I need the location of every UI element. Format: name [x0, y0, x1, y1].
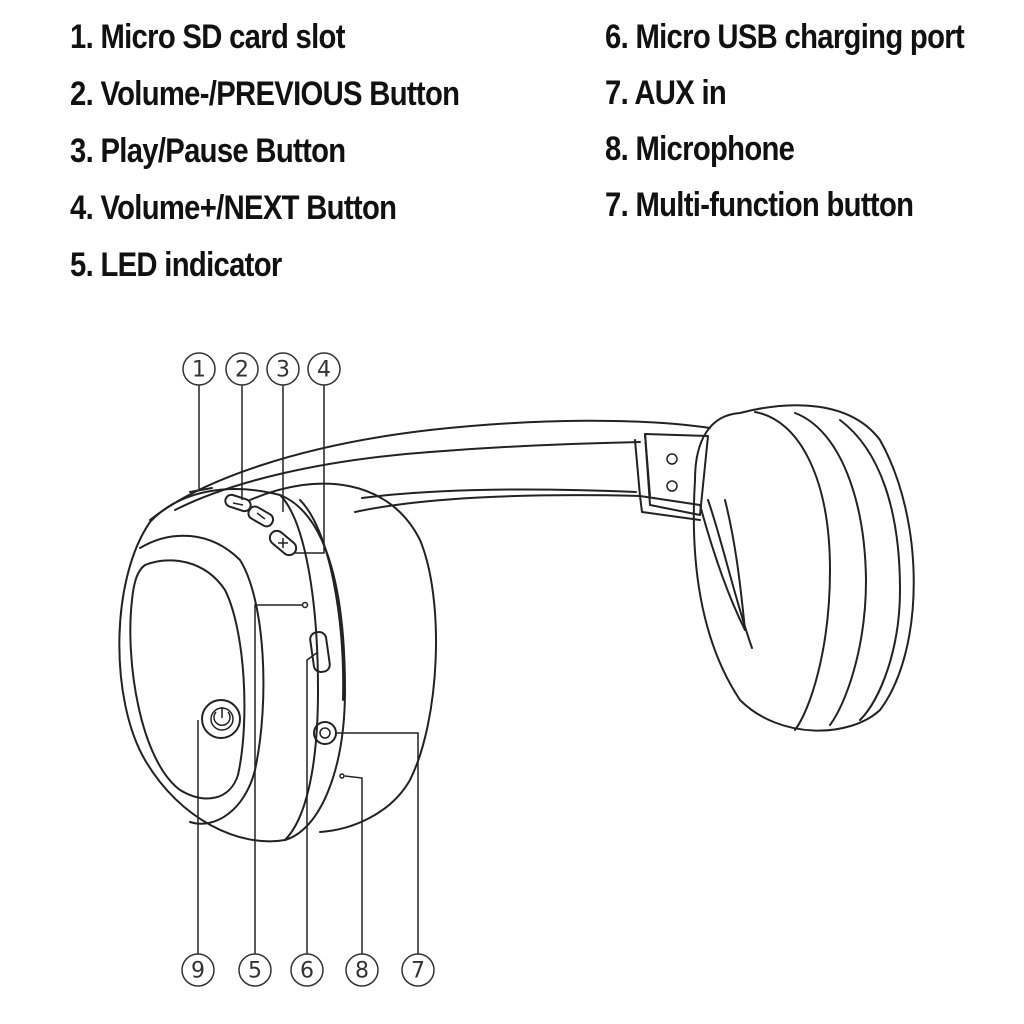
callouts-top: 1 2 3 4	[182, 352, 341, 386]
legend-item-volume-plus-button: 4. Volume+/NEXT Button	[70, 189, 397, 227]
callout-8: 8	[345, 953, 379, 987]
left-earcup	[118, 482, 438, 843]
callout-3: 3	[266, 352, 300, 386]
plus-icon	[278, 538, 288, 548]
svg-text:1: 1	[192, 358, 206, 383]
legend-item-aux-in: 7. AUX in	[605, 74, 727, 112]
callout-2: 2	[225, 352, 259, 386]
power-icon	[213, 707, 231, 727]
legend-item-usb-charging-port: 6. Micro USB charging port	[605, 18, 965, 56]
legend-item-multi-function-button: 7. Multi-function button	[605, 186, 914, 224]
callout-7: 7	[401, 953, 435, 987]
multi-function-button	[201, 699, 241, 739]
svg-text:5: 5	[248, 959, 262, 984]
micro-sd-slot	[189, 487, 213, 493]
legend-left-column: 1. Micro SD card slot 2. Volume-/PREVIOU…	[70, 18, 523, 303]
legend-item-micro-sd-slot: 1. Micro SD card slot	[70, 18, 345, 56]
svg-text:4: 4	[317, 358, 331, 383]
volume-plus-button	[268, 529, 298, 557]
play-pause-icon	[256, 512, 266, 520]
legend-item-microphone: 8. Microphone	[605, 130, 795, 168]
legend-right-column: 6. Micro USB charging port 7. AUX in 8. …	[605, 18, 1022, 242]
right-earcup	[692, 404, 915, 732]
legend-item-volume-minus-button: 2. Volume-/PREVIOUS Button	[70, 75, 460, 113]
svg-text:8: 8	[355, 959, 369, 984]
hinge-screw-bottom	[666, 480, 678, 492]
callout-5: 5	[238, 953, 272, 987]
svg-text:9: 9	[191, 959, 205, 984]
play-pause-button	[247, 505, 275, 528]
callout-6: 6	[290, 953, 324, 987]
volume-minus-button	[224, 493, 252, 513]
callout-1: 1	[182, 352, 216, 386]
microphone-hole	[339, 773, 345, 779]
top-button-strip	[189, 487, 298, 557]
headband-hinge	[644, 433, 709, 516]
svg-text:6: 6	[300, 959, 314, 984]
callout-4: 4	[307, 352, 341, 386]
legend-item-led-indicator: 5. LED indicator	[70, 246, 282, 284]
callout-9: 9	[181, 953, 215, 987]
minus-icon	[232, 502, 244, 506]
hinge-screw-top	[666, 453, 678, 465]
callouts-bottom: 9 5 6 8 7	[181, 953, 435, 987]
svg-text:3: 3	[276, 358, 290, 383]
side-ports	[301, 601, 345, 779]
svg-text:2: 2	[235, 358, 249, 383]
leader-lines	[197, 385, 419, 958]
usb-charging-port	[309, 630, 331, 674]
legend-item-play-pause-button: 3. Play/Pause Button	[70, 132, 346, 170]
svg-text:7: 7	[411, 959, 425, 984]
led-indicator	[301, 601, 309, 609]
headband	[149, 419, 711, 521]
